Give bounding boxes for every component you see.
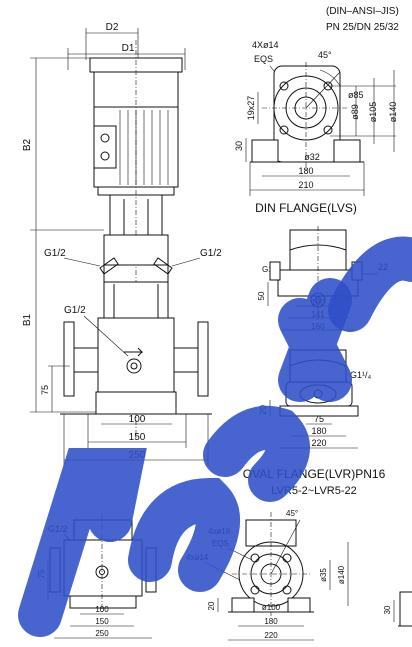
- dim-b2: B2: [22, 138, 33, 151]
- main-pump-view: D2 D1: [22, 22, 222, 466]
- din-caption: DIN FLANGE(LVS): [255, 201, 357, 215]
- bm-angle-label: 45°: [286, 509, 298, 518]
- din-19x27-label: 19x27: [246, 96, 256, 121]
- inlet-flange: [63, 321, 75, 397]
- bl-250-label: 250: [95, 629, 109, 638]
- din-d105-label: ø105: [368, 102, 378, 123]
- bm-20-label: 20: [207, 601, 216, 610]
- dim-150-main: 150: [129, 432, 146, 443]
- terminal-box: [93, 125, 117, 169]
- bm-d35-label: ø35: [319, 568, 328, 582]
- bm-d100-label: ø100: [262, 603, 281, 612]
- din-angle-label: 45°: [318, 50, 332, 60]
- bl-150-label: 150: [95, 617, 109, 626]
- din-180-label: 180: [298, 166, 313, 176]
- watermark: [18, 236, 412, 637]
- oval-75-label: 75: [314, 414, 324, 424]
- bm-220-label: 220: [264, 631, 278, 640]
- dim-d1: D1: [122, 43, 135, 54]
- outlet-flange: [197, 321, 209, 397]
- oval-180-label: 180: [311, 426, 326, 436]
- oval-220-label: 220: [311, 438, 326, 448]
- dim-75-main: 75: [40, 385, 50, 395]
- bl-100-label: 100: [95, 605, 109, 614]
- din-210-label: 210: [298, 180, 313, 190]
- watermark-stroke-a: [203, 405, 310, 502]
- standard-text: (DIN–ANSI–JIS): [326, 6, 399, 17]
- din-d140-label: ø140: [388, 102, 398, 123]
- bm-180-label: 180: [264, 617, 278, 626]
- din-eqs-label: EQS: [254, 54, 273, 64]
- port-right-label: G1/2: [200, 248, 222, 259]
- oval-port2-label: G1¹/₄: [350, 370, 372, 380]
- port-left-label: G1/2: [44, 248, 66, 259]
- pressure-text: PN 25/DN 25/32: [326, 22, 399, 33]
- watermark-stroke-e: [328, 236, 412, 332]
- pump-chamber: [103, 281, 169, 319]
- oval-50-label: 50: [257, 291, 266, 300]
- pump-base: [95, 391, 177, 415]
- din-d32-label: ø32: [304, 152, 320, 162]
- din-30-label: 30: [234, 141, 244, 151]
- din-flange-view: 4Xø14 EQS 45° ø85 ø89 ø105 ø140 19x27 30: [234, 40, 398, 215]
- watermark-stroke-n: [18, 448, 147, 637]
- oval-model-label: LVR5-2~LVR5-22: [271, 485, 357, 497]
- port-mid-label: G1/2: [64, 305, 86, 316]
- watermark-stroke-k: [128, 477, 240, 592]
- br-30-label: 30: [383, 605, 392, 614]
- din-bolts-label: 4Xø14: [252, 40, 279, 50]
- din-flange-body: [273, 65, 341, 163]
- dim-100-main: 100: [129, 414, 146, 425]
- pump-casing: [97, 317, 175, 393]
- bm-d140-label: ø140: [337, 565, 346, 584]
- watermark-stroke-d: [278, 278, 352, 402]
- dim-b1: B1: [22, 313, 33, 326]
- bottom-right-view: 30: [383, 591, 412, 627]
- dim-d2: D2: [106, 22, 119, 33]
- din-d89-label: ø89: [350, 104, 360, 120]
